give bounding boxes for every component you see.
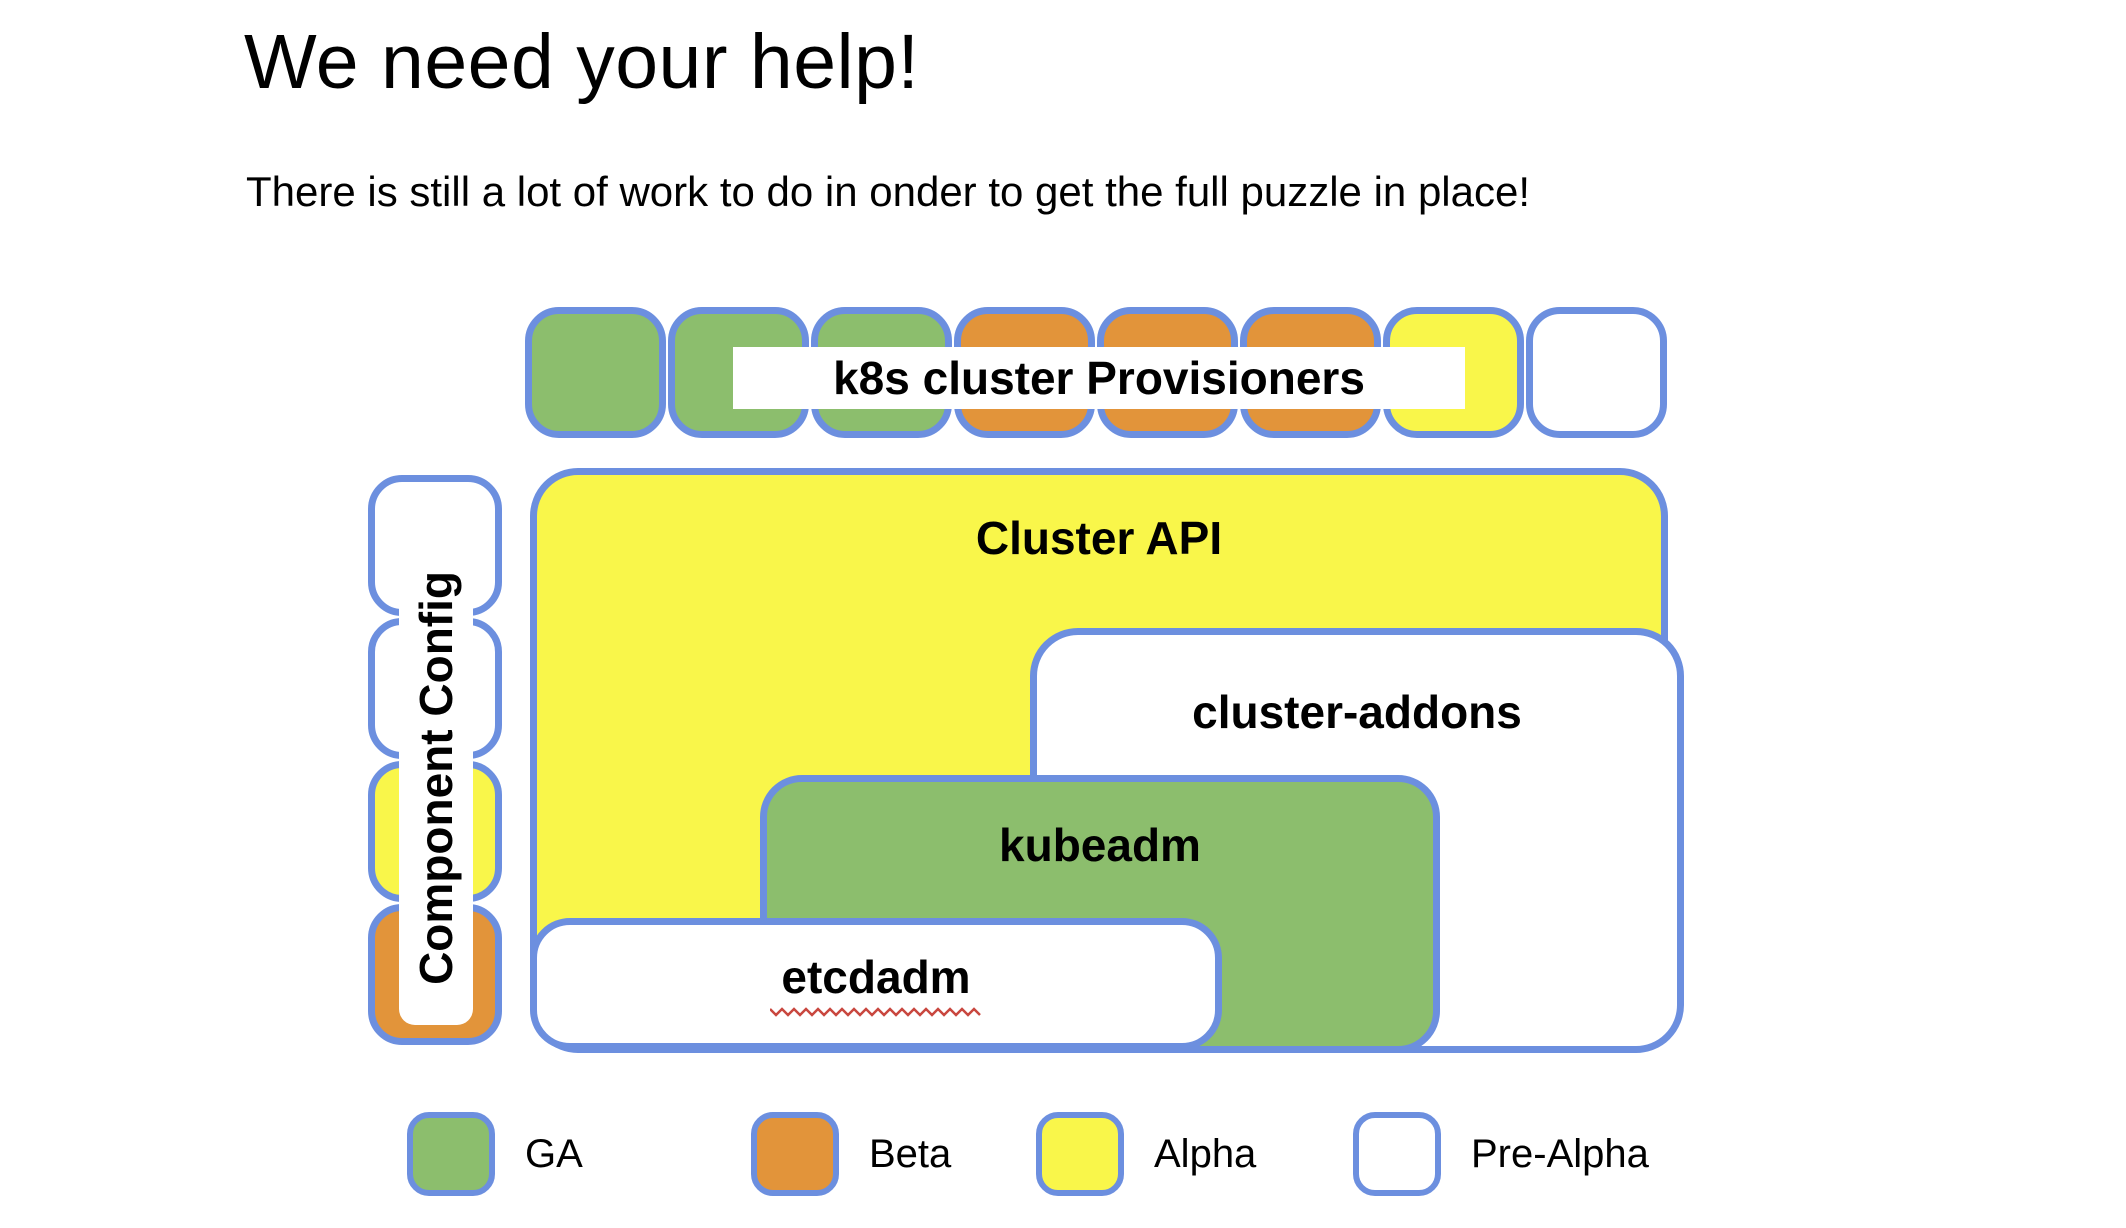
page-subtitle: There is still a lot of work to do in on… (246, 168, 1531, 215)
legend-swatch-prealpha (1353, 1112, 1441, 1196)
provisioner-square-1-ga (525, 307, 666, 438)
legend-label: Alpha (1154, 1131, 1257, 1176)
cluster-addons-label: cluster-addons (1192, 686, 1522, 738)
legend-label: Pre-Alpha (1471, 1131, 1649, 1176)
page-title: We need your help! (244, 19, 920, 105)
legend-swatch-alpha (1036, 1112, 1124, 1196)
legend-item-beta: Beta (751, 1112, 951, 1196)
etcdadm-label: etcdadm (781, 951, 971, 1003)
legend-item-pre-alpha: Pre-Alpha (1353, 1112, 1649, 1196)
legend-label: GA (525, 1131, 583, 1176)
legend-swatch-ga (407, 1112, 495, 1196)
legend-swatch-beta (751, 1112, 839, 1196)
spellcheck-squiggle (770, 1007, 981, 1017)
kubeadm-label: kubeadm (999, 819, 1201, 871)
legend-item-alpha: Alpha (1036, 1112, 1256, 1196)
component-config-label-text: Component Config (410, 571, 462, 985)
provisioners-label: k8s cluster Provisioners (733, 347, 1465, 409)
legend-item-ga: GA (407, 1112, 583, 1196)
cluster-api-label: Cluster API (975, 512, 1223, 564)
legend-label: Beta (869, 1131, 952, 1176)
etcdadm-box: etcdadm (530, 918, 1222, 1050)
provisioner-square-8-prealpha (1526, 307, 1667, 438)
component-config-label: Component Config (399, 531, 473, 1025)
